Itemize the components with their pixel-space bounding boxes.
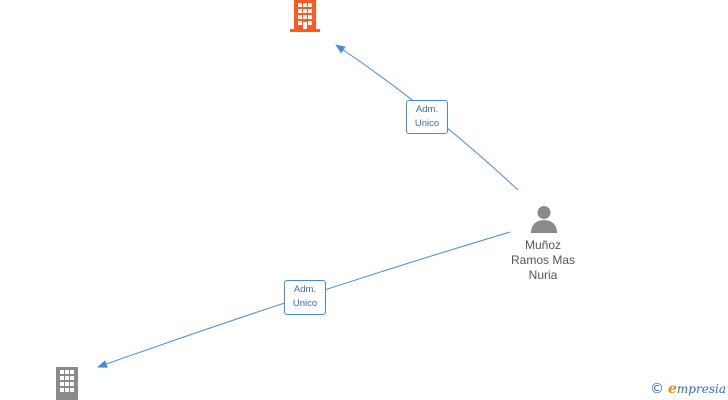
company-top-node[interactable] xyxy=(289,0,321,39)
person-name-line-3: Nuria xyxy=(528,268,558,282)
person-name-line-1: Muñoz xyxy=(524,238,562,252)
company-bottom-node[interactable] xyxy=(51,367,83,400)
edge-label-top-line-2: Unico xyxy=(414,118,440,129)
building-icon xyxy=(290,0,320,32)
person-node[interactable] xyxy=(529,204,559,239)
edge-label-bottom-line-2: Unico xyxy=(292,298,318,309)
edge-label-bottom[interactable]: Adm. Unico xyxy=(284,280,326,315)
person-name-line-2: Ramos Mas xyxy=(510,253,575,267)
edge-label-top-line-1: Adm. xyxy=(415,104,439,115)
brand-initial: e xyxy=(668,381,677,397)
person-name: Muñoz Ramos Mas Nuria xyxy=(498,238,588,283)
brand-watermark: © empresia xyxy=(650,380,726,398)
copyright-icon: © xyxy=(650,381,664,397)
edge-label-bottom-line-1: Adm. xyxy=(293,284,317,295)
building-icon xyxy=(56,367,78,400)
person-icon xyxy=(531,206,557,233)
brand-logo: empresia xyxy=(668,380,726,398)
edge-label-top[interactable]: Adm. Unico xyxy=(406,100,448,134)
brand-name: mpresia xyxy=(676,382,726,396)
